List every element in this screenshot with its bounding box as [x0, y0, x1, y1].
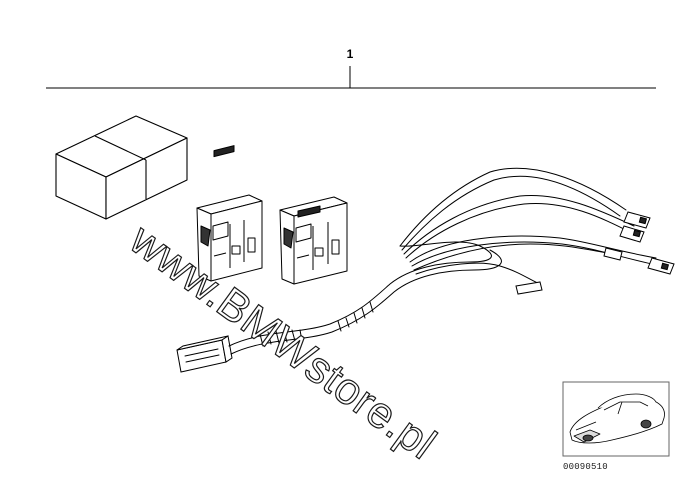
- diagram-reference-number: 00090510: [563, 462, 608, 472]
- box-icon: [55, 115, 188, 220]
- vehicle-inset: [562, 381, 670, 457]
- switch-icon: [196, 145, 263, 282]
- wiring-harness-icon: [176, 167, 675, 373]
- part-callout-number: 1: [346, 47, 354, 61]
- switch-icon: [279, 196, 348, 285]
- callout-rule: [46, 66, 656, 89]
